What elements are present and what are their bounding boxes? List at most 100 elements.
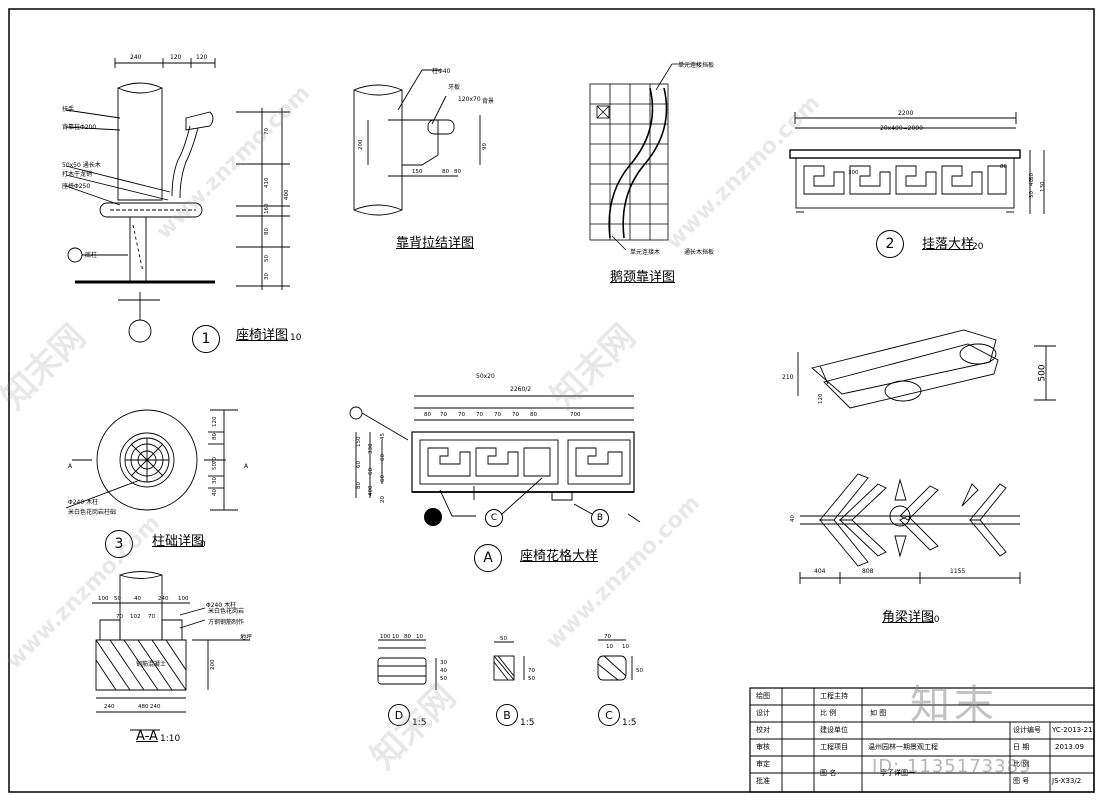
tb-name-label: 图 名 — [820, 769, 837, 777]
seat-note-4: 打木干龙销 — [62, 171, 93, 178]
column-base-scale: 0 — [200, 540, 206, 550]
section-d-dim-1: 10 — [392, 634, 399, 640]
column-base-note-2: 米白色花岗岩柱础 — [68, 509, 117, 516]
tb-design-label: 设计 — [756, 709, 770, 717]
section-aa-dim-6: 102 — [130, 614, 141, 620]
gooseneck-note-2: 单元连接木 — [630, 249, 661, 256]
section-d-dim-0: 100 — [380, 634, 391, 640]
fascia-dim-2000: 20x400=2000 — [880, 125, 923, 132]
back-conn-dim-0: 150 — [412, 169, 423, 175]
section-aa-scale: 1:10 — [160, 734, 181, 744]
section-aa-title: A-A — [136, 729, 158, 744]
section-b-scale: 1:5 — [520, 718, 535, 728]
fascia-dim-3: 80 — [1000, 164, 1007, 170]
back-conn-dim-4: 200 — [358, 139, 364, 150]
section-aa-dim-7: 70 — [148, 614, 155, 620]
tb-approve-label: 审定 — [756, 760, 770, 768]
column-base-dim-0: 120 — [212, 416, 218, 427]
fascia-dim-6: 40 — [1029, 179, 1035, 186]
back-conn-note-4: 背景 — [482, 98, 495, 105]
lattice-dim-5: 70 — [512, 412, 519, 418]
section-aa-drawing — [92, 571, 250, 731]
seat-right-dim-3: 80 — [264, 228, 270, 235]
column-base-dim-1: 80 — [212, 433, 218, 440]
tb-sheet-no: JS-X33/2 — [1052, 777, 1082, 785]
drawing-number-A: A — [474, 544, 502, 572]
fascia-dim-2200: 2200 — [898, 110, 914, 117]
hanging-fascia-title: 挂落大样 — [922, 237, 975, 252]
tb-project-value: 温州园林一期景观工程 — [868, 743, 938, 751]
section-aa-dim-0: 100 — [98, 596, 109, 602]
seat-right-dim-4: 50 — [264, 255, 270, 262]
watermark-brand: 知末 — [910, 682, 998, 728]
seat-note-1: 扶手 — [62, 106, 75, 113]
lattice-dim-0: 80 — [424, 412, 431, 418]
tb-design-no-label: 设计编号 — [1013, 726, 1041, 734]
section-aa-dim-11: 200 — [210, 659, 216, 670]
seat-lattice-drawing — [349, 395, 641, 523]
lattice-section-marker-filled — [424, 508, 442, 526]
section-c-dim-1: 10 — [606, 644, 613, 650]
back-connection-drawing — [353, 69, 481, 216]
seat-detail-drawing — [65, 58, 290, 343]
seat-dim-240: 240 — [130, 54, 142, 61]
lattice-dim-7: 700 — [570, 412, 581, 418]
section-d-dim-6: 50 — [440, 676, 447, 682]
back-conn-note-2: 牙板 — [448, 84, 461, 91]
lattice-dim-16: 400 — [368, 485, 374, 496]
section-c-marker: C — [598, 704, 620, 726]
gooseneck-note-1: 单元连接挡板 — [678, 62, 715, 69]
section-aa-dim-8: 240 — [104, 704, 115, 710]
lattice-dim-6: 80 — [530, 412, 537, 418]
corner-beam-dim-500: 500 — [1037, 364, 1048, 382]
column-base-dim-2: 70 — [212, 457, 218, 464]
corner-beam-scale: 30 — [928, 615, 940, 625]
back-connection-title: 靠背拉结详图 — [396, 236, 475, 251]
section-aa-note-2: 米白色花岗岩 — [208, 608, 245, 615]
seat-note-6: 底柱 — [85, 252, 98, 259]
drawing-number-1: 1 — [192, 325, 220, 353]
lattice-dim-17: 20 — [380, 496, 386, 503]
tb-drawing-name: 亭子详图一 — [880, 769, 915, 777]
section-b-dim-2: 50 — [528, 676, 535, 682]
lattice-dim-13: 60 — [368, 468, 374, 475]
column-base-note-1: Φ240 木柱 — [68, 499, 99, 506]
gooseneck-back-title: 鹅颈靠详图 — [610, 270, 676, 285]
lattice-dim-2: 70 — [458, 412, 465, 418]
lattice-top-dim: 2260/2 — [510, 386, 532, 393]
corner-beam-drawing — [797, 329, 1056, 584]
tb-ratio-label: 比 例 — [1013, 760, 1030, 768]
seat-right-dim-5: 30 — [264, 273, 270, 280]
fascia-dim-7: 130 — [1040, 181, 1046, 192]
corner-beam-dim-40: 40 — [790, 515, 796, 522]
lattice-top-label: 50x20 — [476, 373, 495, 380]
drawing-number-3: 3 — [105, 530, 133, 558]
section-b-marker: B — [496, 704, 518, 726]
column-base-dim-4: 40 — [212, 489, 218, 496]
back-conn-dim-2: 80 — [454, 169, 461, 175]
lattice-dim-8: 45 — [380, 433, 386, 440]
seat-note-2: 背靠柱Φ200 — [62, 124, 97, 131]
lattice-dim-4: 70 — [494, 412, 501, 418]
lattice-dim-12: 60 — [356, 461, 362, 468]
seat-detail-scale: 10 — [290, 333, 302, 343]
corner-beam-dim-120: 120 — [818, 393, 824, 404]
corner-beam-dim-1155: 1155 — [950, 568, 966, 575]
column-base-dim-5: 50 — [212, 463, 218, 470]
section-aa-note-5: 钢筋混凝土 — [136, 661, 167, 668]
column-base-title: 柱础详图 — [152, 534, 205, 549]
lattice-dim-10: 330 — [368, 443, 374, 454]
section-c-dim-3: 10 — [622, 644, 629, 650]
title-block-grid — [749, 687, 1095, 793]
small-sections-drawing — [377, 639, 633, 690]
tb-scale-value: 如 图 — [870, 709, 887, 717]
tb-check-label: 校对 — [756, 726, 770, 734]
seat-right-dim-2: 160 — [264, 203, 270, 214]
section-d-dim-4: 30 — [440, 660, 447, 666]
corner-beam-title: 角梁详图 — [882, 610, 935, 625]
tb-date-label: 日 期 — [1013, 743, 1030, 751]
hanging-fascia-scale: 20 — [972, 242, 984, 252]
tb-review-label: 审核 — [756, 743, 770, 751]
hanging-fascia-drawing — [789, 112, 1045, 214]
